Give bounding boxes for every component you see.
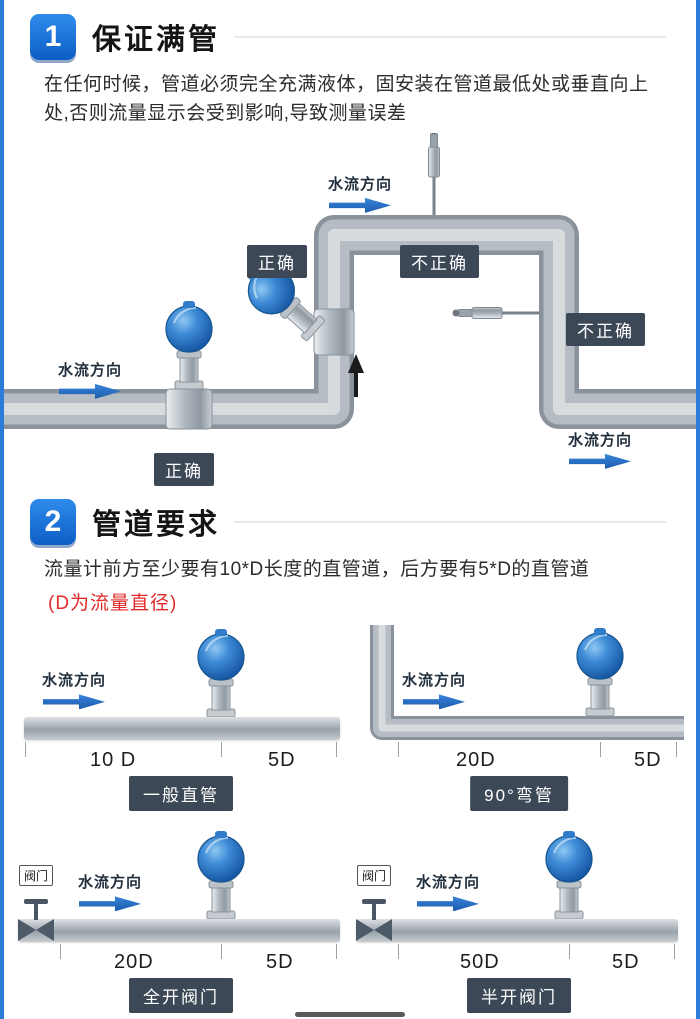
dimension-tick <box>600 742 601 758</box>
section2-note: (D为流量直径) <box>48 593 178 615</box>
section2-title: 管道要求 <box>92 508 221 541</box>
diagram-caption: 一般直管 <box>129 776 233 812</box>
flow-direction-top: 水流方向 <box>328 173 392 213</box>
pipe-scene-drawing <box>4 132 696 430</box>
section2-body-text: 流量计前方至少要有10*D长度的直管道，后方要有5*D的直管道 <box>44 558 590 580</box>
valve-icon <box>356 899 392 942</box>
dimension-upstream: 20D <box>114 951 154 974</box>
sensor-probe-right-icon <box>452 306 541 319</box>
valve-label: 阀门 <box>19 865 54 887</box>
section1-header: 1 保证满管 <box>4 0 696 60</box>
tag-incorrect-top: 不正确 <box>400 244 479 278</box>
flow-direction-left: 水流方向 <box>58 359 122 399</box>
section1-number-badge: 1 <box>30 14 76 60</box>
flowmeter-icon <box>197 830 245 920</box>
section1-title: 保证满管 <box>92 24 221 56</box>
dimension-upstream: 10 D <box>90 749 137 772</box>
dimension-tick <box>676 742 677 758</box>
pipe-highlight <box>378 625 684 732</box>
dimension-tick <box>336 742 337 758</box>
flow-arrow-icon <box>329 197 391 213</box>
flow-direction-label: 水流方向 <box>58 361 123 379</box>
dimension-upstream: 20D <box>456 749 496 772</box>
dimension-upstream: 50D <box>460 951 500 974</box>
dimension-tick <box>221 944 222 960</box>
tag-correct-mid: 正确 <box>247 244 307 278</box>
valve-icon <box>18 899 54 942</box>
flow-direction: 水流方向 <box>42 669 107 710</box>
flow-arrow-icon <box>43 694 105 710</box>
flowmeter-icon <box>165 299 213 390</box>
flow-direction-label: 水流方向 <box>568 431 633 449</box>
flow-direction-label: 水流方向 <box>416 874 481 892</box>
elbow-pipe-drawing <box>370 625 684 741</box>
meter-fitting <box>165 388 213 430</box>
flowmeter-icon <box>197 628 245 718</box>
flow-arrow-icon <box>59 383 121 399</box>
flow-direction: 水流方向 <box>402 669 467 710</box>
flow-direction-label: 水流方向 <box>42 672 107 690</box>
flow-direction: 水流方向 <box>78 871 143 912</box>
flow-arrow-icon <box>417 896 479 912</box>
section2-number-badge: 2 <box>30 498 76 545</box>
pipe <box>18 919 340 943</box>
dimension-downstream: 5D <box>266 951 294 974</box>
tag-incorrect-right: 不正确 <box>566 312 645 346</box>
sensor-probe-top-icon <box>428 132 440 216</box>
next-section-divider <box>295 1012 405 1017</box>
dimension-tick <box>398 944 399 960</box>
flow-direction-label: 水流方向 <box>328 175 393 193</box>
pipe-highlight <box>4 228 696 415</box>
section2-header: 2 管道要求 <box>4 485 696 545</box>
flow-arrow-icon <box>403 694 465 710</box>
section1-body-text: 在任何时候，管道必须完全充满液体，固安装在管道最低处或垂直向上处,否则流量显示会… <box>44 74 649 125</box>
dimension-tick <box>336 944 337 960</box>
dimension-downstream: 5D <box>268 749 296 772</box>
dimension-downstream: 5D <box>634 749 662 772</box>
diagram-caption: 90°弯管 <box>470 776 568 812</box>
dimension-downstream: 5D <box>612 951 640 974</box>
up-arrow-head-icon <box>348 353 364 373</box>
flow-arrow-icon <box>569 453 631 469</box>
flowmeter-icon <box>545 830 593 920</box>
diagram-half-open-valve: 阀门 水流方向 50D 5D 半开阀门 <box>354 827 684 1017</box>
requirement-diagrams-grid: 水流方向 10 D 5D 一般直管 水流方向 20D 5D 9 <box>4 625 696 1017</box>
flow-direction-label: 水流方向 <box>78 874 143 892</box>
dimension-tick <box>674 944 675 960</box>
diagram-elbow-pipe: 水流方向 20D 5D 90°弯管 <box>354 625 684 815</box>
valve-label: 阀门 <box>357 865 392 887</box>
section1-header-rule <box>234 36 666 38</box>
flow-direction-bottom-right: 水流方向 <box>568 429 632 469</box>
section2-header-rule <box>234 520 666 523</box>
dimension-tick <box>221 742 222 758</box>
dimension-tick <box>569 944 570 960</box>
diagram-open-valve: 阀门 水流方向 20D 5D 全开阀门 <box>16 827 346 1017</box>
dimension-tick <box>398 742 399 758</box>
diagram-caption: 半开阀门 <box>467 978 571 1014</box>
flow-direction: 水流方向 <box>416 871 481 912</box>
flowmeter-icon <box>576 627 624 717</box>
dimension-tick <box>60 944 61 960</box>
flow-arrow-icon <box>79 896 141 912</box>
pipe <box>356 919 678 943</box>
diagram-caption: 全开阀门 <box>129 978 233 1014</box>
pipe <box>24 717 340 741</box>
diagram-straight-pipe: 水流方向 10 D 5D 一般直管 <box>16 625 346 815</box>
full-pipe-diagram: 水流方向 不正确 正确 不正确 水流方向 正确 水流方向 <box>4 132 696 486</box>
dimension-tick <box>25 742 26 758</box>
flow-direction-label: 水流方向 <box>402 672 467 690</box>
tag-correct-bottom: 正确 <box>154 452 214 486</box>
